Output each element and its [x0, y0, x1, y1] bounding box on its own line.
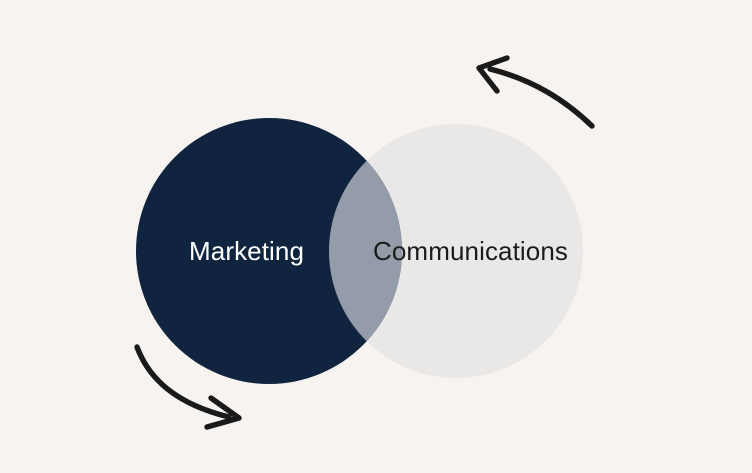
arrow-top-right-icon — [476, 55, 595, 129]
arrow-top-right-head — [476, 55, 510, 94]
arrow-bottom-left-head — [204, 395, 242, 430]
circle-label-communications: Communications — [373, 236, 569, 266]
circle-marketing[interactable] — [136, 118, 402, 384]
arrow-bottom-left-icon — [134, 344, 242, 430]
arrow-bottom-left-shaft — [134, 344, 232, 420]
circle-communications[interactable] — [329, 124, 583, 378]
arrow-top-right-shaft — [487, 66, 595, 129]
circle-label-marketing: Marketing — [189, 236, 305, 266]
